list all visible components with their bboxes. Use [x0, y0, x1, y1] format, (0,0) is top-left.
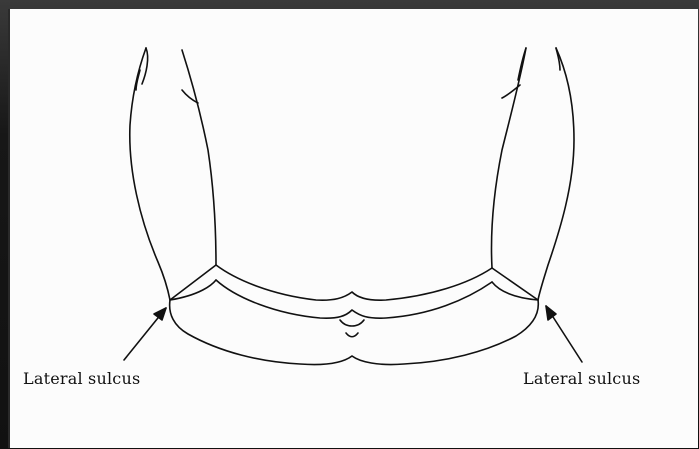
right-lobe-outline: [491, 48, 526, 268]
lateral-sulcus-label-left: Lateral sulcus: [23, 369, 140, 388]
left-lobe-inner-edge: [182, 50, 216, 265]
upper-band-top: [216, 265, 492, 300]
lateral-sulcus-label-right: Lateral sulcus: [523, 369, 640, 388]
lower-band-notch: [346, 333, 358, 337]
lower-band-notch-2: [340, 320, 364, 326]
right-lobe-tip: [518, 48, 526, 80]
lower-band-outline: [170, 300, 539, 365]
right-lobe-inner-edge: [538, 48, 574, 300]
left-arrow-head: [154, 308, 166, 320]
